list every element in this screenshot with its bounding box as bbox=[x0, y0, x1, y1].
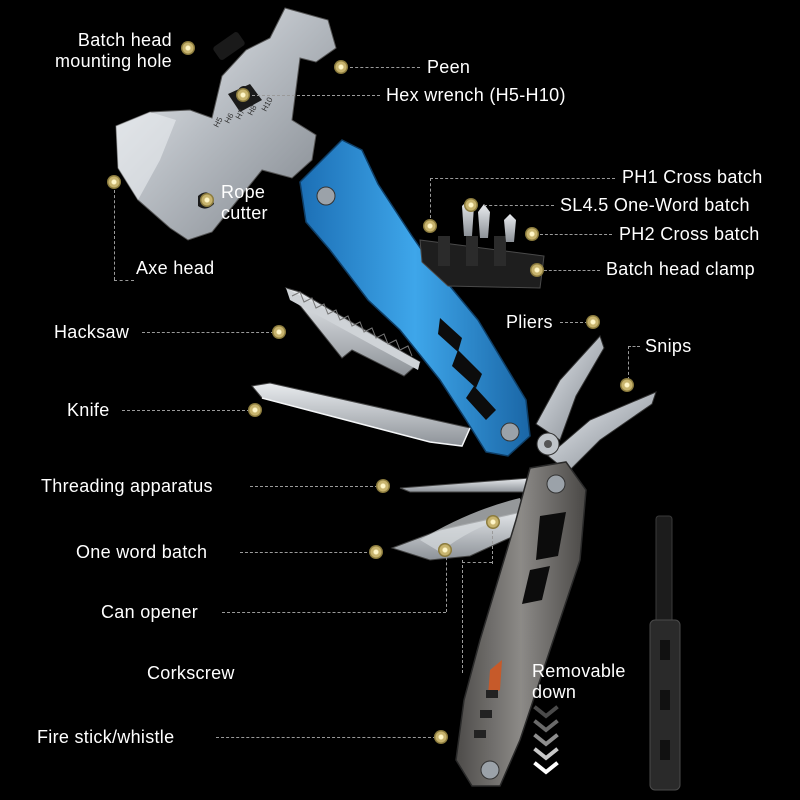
label-fire-stick-whistle: Fire stick/whistle bbox=[37, 727, 175, 747]
marker-clamp bbox=[530, 263, 544, 277]
marker-threading bbox=[376, 479, 390, 493]
label-batch-head-clamp: Batch head clamp bbox=[606, 259, 755, 279]
label-pliers: Pliers bbox=[506, 312, 553, 332]
label-removable-down: Removable down bbox=[532, 661, 626, 702]
leader-snips-h bbox=[628, 346, 640, 347]
label-hex-wrench: Hex wrench (H5-H10) bbox=[386, 85, 566, 105]
marker-peen bbox=[334, 60, 348, 74]
marker-snips bbox=[620, 378, 634, 392]
label-batch-head-mounting-hole: Batch head mounting hole bbox=[55, 30, 172, 71]
leader-ph2 bbox=[540, 234, 612, 235]
marker-ph1 bbox=[423, 219, 437, 233]
leader-one-word bbox=[240, 552, 372, 553]
marker-fire-stick bbox=[434, 730, 448, 744]
label-axe-head: Axe head bbox=[136, 258, 215, 278]
knife-blade bbox=[251, 382, 471, 447]
label-snips: Snips bbox=[645, 336, 692, 356]
label-ph1-cross-batch: PH1 Cross batch bbox=[622, 167, 763, 187]
hex-size-h7: H7 bbox=[234, 107, 247, 121]
leader-can-opener-v bbox=[446, 552, 447, 612]
leader-sl45 bbox=[484, 205, 554, 206]
leader-hex-wrench bbox=[252, 95, 380, 96]
label-can-opener: Can opener bbox=[101, 602, 199, 622]
marker-knife bbox=[248, 403, 262, 417]
gray-handle bbox=[455, 461, 587, 787]
label-rope-cutter: Rope cutter bbox=[221, 182, 268, 223]
label-knife: Knife bbox=[67, 400, 110, 420]
down-arrows-icon bbox=[533, 705, 559, 775]
leader-knife bbox=[122, 410, 250, 411]
marker-axe-head bbox=[107, 175, 121, 189]
leader-ph1-h bbox=[430, 178, 615, 179]
hex-size-h8: H8 bbox=[246, 103, 259, 117]
leader-clamp bbox=[544, 270, 600, 271]
marker-rope-cutter bbox=[200, 193, 214, 207]
marker-ph2 bbox=[525, 227, 539, 241]
leader-snips-v bbox=[628, 346, 629, 380]
label-sl45-one-word-batch: SL4.5 One-Word batch bbox=[560, 195, 750, 215]
marker-batch-head-hole bbox=[181, 41, 195, 55]
bit-holder bbox=[419, 200, 545, 289]
label-hacksaw: Hacksaw bbox=[54, 322, 130, 342]
marker-sl45 bbox=[464, 198, 478, 212]
label-one-word-batch: One word batch bbox=[76, 542, 208, 562]
leader-pliers bbox=[560, 322, 588, 323]
leader-hacksaw bbox=[142, 332, 274, 333]
hex-size-h5: H5 bbox=[212, 115, 225, 129]
blue-handle bbox=[299, 139, 531, 457]
hex-size-h6: H6 bbox=[223, 111, 236, 125]
marker-hex-wrench bbox=[236, 88, 250, 102]
leader-ph1-v bbox=[430, 178, 431, 218]
fire-stick bbox=[649, 515, 681, 791]
hex-size-labels: H5 H6 H7 H8 H10 bbox=[212, 95, 275, 129]
leader-fire-stick bbox=[216, 737, 436, 738]
marker-corkscrew bbox=[486, 515, 500, 529]
marker-hacksaw bbox=[272, 325, 286, 339]
leader-threading bbox=[250, 486, 378, 487]
leader-axe-head-h bbox=[114, 280, 134, 281]
marker-one-word bbox=[369, 545, 383, 559]
leader-can-opener-h bbox=[222, 612, 446, 613]
leader-corkscrew-v bbox=[462, 560, 463, 673]
pliers-jaws bbox=[535, 335, 657, 473]
label-ph2-cross-batch: PH2 Cross batch bbox=[619, 224, 760, 244]
label-corkscrew: Corkscrew bbox=[147, 663, 235, 683]
label-peen: Peen bbox=[427, 57, 471, 77]
label-threading-apparatus: Threading apparatus bbox=[41, 476, 213, 496]
marker-can-opener bbox=[438, 543, 452, 557]
leader-corkscrew-h bbox=[462, 562, 492, 563]
marker-pliers bbox=[586, 315, 600, 329]
hacksaw-blade bbox=[284, 287, 421, 377]
leader-corkscrew-v2 bbox=[492, 526, 493, 564]
leader-axe-head-v bbox=[114, 190, 115, 280]
leader-peen bbox=[350, 67, 420, 68]
